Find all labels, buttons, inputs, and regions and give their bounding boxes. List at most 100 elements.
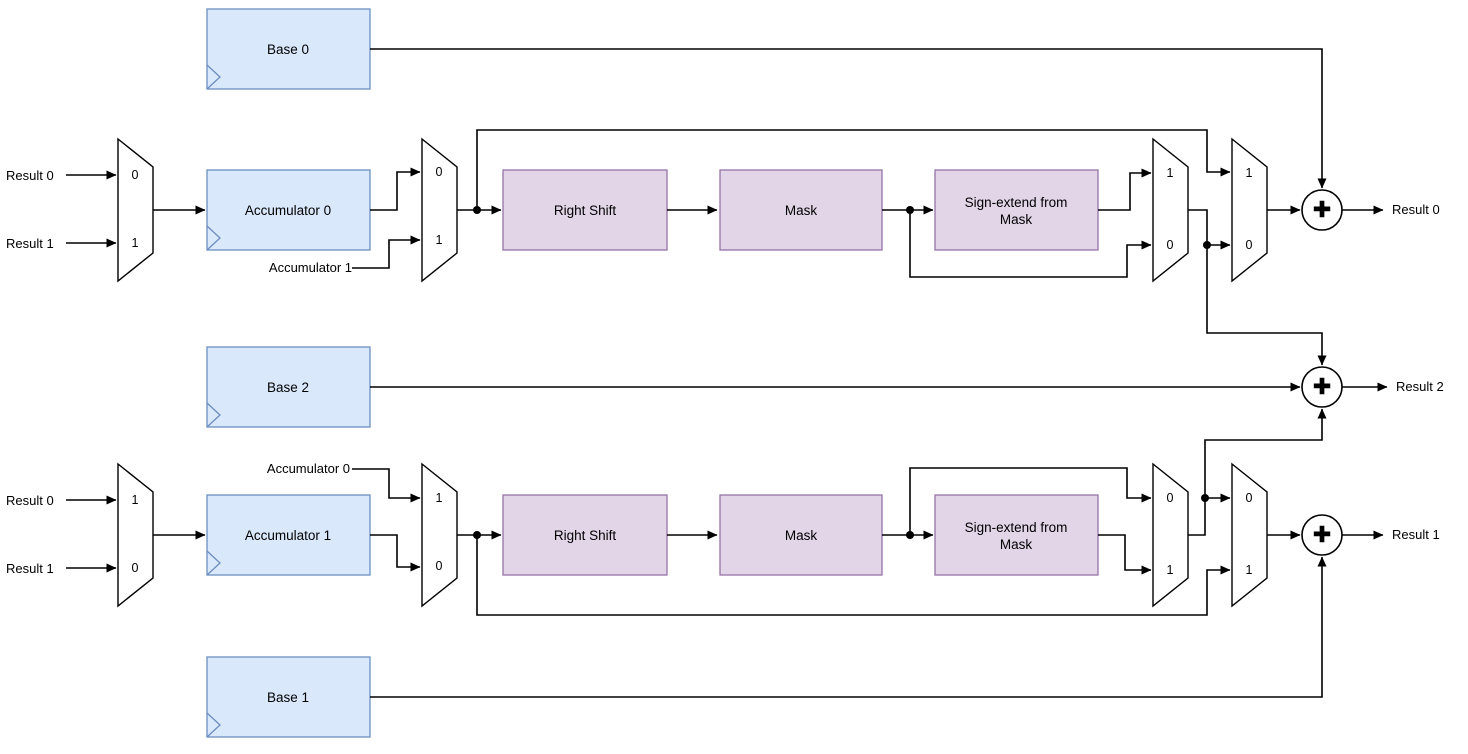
- mux-input-label: 1: [132, 493, 139, 507]
- block-sign-extend-top-label-line1: Sign-extend from: [965, 195, 1068, 210]
- register-accumulator-0: Accumulator 0: [206, 169, 371, 251]
- mux-input-label: 0: [436, 559, 443, 573]
- mux-signext-select-top-shape: [1152, 137, 1189, 283]
- junction-dot: [1201, 494, 1209, 502]
- wire-bypass-top: [476, 129, 1231, 210]
- mux-input-label: 0: [1246, 238, 1253, 252]
- input-label-result1-bottom: Result 1: [6, 561, 54, 576]
- mux-signext-select-top: 1 0: [1152, 137, 1189, 283]
- wire-bypass-bottom: [476, 535, 1231, 616]
- wire-acc0-ref-to-operand-mux: [352, 468, 421, 503]
- register-base-2-box: [206, 346, 371, 428]
- block-sign-extend-bottom-label-line1: Sign-extend from: [965, 520, 1068, 535]
- mux-input-label: 1: [1167, 563, 1174, 577]
- mux-bypass-select-top-shape: [1231, 137, 1268, 283]
- mux-input-label: 0: [132, 561, 139, 575]
- mux-input-label: 1: [436, 491, 443, 505]
- register-accumulator-0-label: Accumulator 0: [245, 203, 331, 218]
- mux-bypass-select-top: 1 0: [1231, 137, 1268, 283]
- ref-label-accumulator0: Accumulator 0: [267, 461, 350, 476]
- wire-mask-skip-signext-bottom: [909, 467, 1152, 535]
- clock-icon: [206, 225, 221, 251]
- mux-input-label: 1: [132, 236, 139, 250]
- mux-acc0-operand-select: 0 1: [421, 137, 458, 283]
- wire-signext-mux-to-bypass-mux-top: [1188, 209, 1231, 250]
- mux-input-label: 0: [436, 165, 443, 179]
- input-label-result1-top: Result 1: [6, 236, 54, 251]
- input-label-result0-top: Result 0: [6, 168, 54, 183]
- wire-sign-extend-to-mux-bottom: [1098, 534, 1152, 575]
- clock-icon: [206, 712, 221, 738]
- adder-result-1: +: [1301, 514, 1343, 556]
- block-mask-bottom-box: [719, 494, 883, 576]
- register-base-0-label: Base 0: [267, 42, 309, 57]
- block-sign-extend-top: Sign-extend from Mask: [934, 169, 1099, 251]
- input-label-result0-bottom: Result 0: [6, 493, 54, 508]
- adder-result-0: +: [1301, 189, 1343, 231]
- wire-sign-extend-to-mux-top: [1098, 168, 1152, 211]
- adder-result-2: +: [1301, 366, 1343, 408]
- register-base-2-label: Base 2: [267, 380, 309, 395]
- block-mask-top-box: [719, 169, 883, 251]
- mux-input-label: 1: [1246, 166, 1253, 180]
- wire-base1-to-adder: [370, 556, 1327, 698]
- register-accumulator-1-label: Accumulator 1: [245, 528, 331, 543]
- adder-result-1-circle: [1301, 514, 1343, 556]
- wire-base0-to-adder: [370, 48, 1327, 189]
- wire-mask-skip-signext-top: [909, 210, 1152, 278]
- block-right-shift-bottom: Right Shift: [502, 494, 668, 576]
- wire-signext-mux-to-bypass-mux-bottom: [1188, 493, 1231, 536]
- register-base-2: Base 2: [206, 346, 371, 428]
- mux-signext-select-bottom: 0 1: [1152, 462, 1189, 608]
- register-base-1-label: Base 1: [267, 690, 309, 705]
- wire-acc1-ref-to-operand-mux: [352, 235, 421, 269]
- clock-icon: [206, 64, 221, 90]
- output-label-result1: Result 1: [1392, 527, 1440, 542]
- mux-acc0-input-select-shape: [117, 137, 154, 283]
- register-base-0: Base 0: [206, 8, 371, 90]
- clock-icon: [206, 402, 221, 428]
- junction-dot: [473, 531, 481, 539]
- mux-input-label: 1: [1167, 166, 1174, 180]
- wire-bottom-path-to-result2-adder: [1204, 408, 1327, 498]
- block-sign-extend-bottom: Sign-extend from Mask: [934, 494, 1099, 576]
- block-right-shift-top: Right Shift: [502, 169, 668, 251]
- junction-dot: [906, 531, 914, 539]
- block-sign-extend-top-box: [934, 169, 1099, 251]
- mux-input-label: 0: [1167, 491, 1174, 505]
- mux-signext-select-bottom-shape: [1152, 462, 1189, 608]
- mux-input-label: 0: [1246, 491, 1253, 505]
- output-label-result2: Result 2: [1396, 379, 1444, 394]
- mux-input-label: 1: [436, 233, 443, 247]
- ref-label-accumulator1: Accumulator 1: [269, 260, 352, 275]
- adder-result-0-circle: [1301, 189, 1343, 231]
- mux-acc0-operand-select-shape: [421, 137, 458, 283]
- mux-acc1-operand-select: 1 0: [421, 462, 458, 608]
- plus-icon: +: [1313, 370, 1331, 403]
- register-base-1-box: [206, 656, 371, 738]
- register-base-0-box: [206, 8, 371, 90]
- block-sign-extend-bottom-box: [934, 494, 1099, 576]
- junction-dot: [906, 206, 914, 214]
- output-label-result0: Result 0: [1392, 202, 1440, 217]
- block-sign-extend-bottom-label-line2: Mask: [1000, 537, 1033, 552]
- block-sign-extend-top-label-line2: Mask: [1000, 212, 1033, 227]
- plus-icon: +: [1313, 518, 1331, 551]
- block-right-shift-top-box: [502, 169, 668, 251]
- block-mask-bottom-label: Mask: [785, 528, 818, 543]
- mux-acc1-input-select-shape: [117, 462, 154, 608]
- register-base-1: Base 1: [206, 656, 371, 738]
- block-mask-top-label: Mask: [785, 203, 818, 218]
- mux-acc1-operand-select-shape: [421, 462, 458, 608]
- plus-icon: +: [1313, 193, 1331, 226]
- block-mask-bottom: Mask: [719, 494, 883, 576]
- junction-dot: [1203, 241, 1211, 249]
- block-right-shift-bottom-label: Right Shift: [554, 528, 617, 543]
- register-accumulator-1-box: [206, 494, 371, 576]
- wire-top-path-to-result2-adder: [1206, 245, 1327, 366]
- mux-bypass-select-bottom-shape: [1231, 462, 1268, 608]
- block-right-shift-top-label: Right Shift: [554, 203, 617, 218]
- block-mask-top: Mask: [719, 169, 883, 251]
